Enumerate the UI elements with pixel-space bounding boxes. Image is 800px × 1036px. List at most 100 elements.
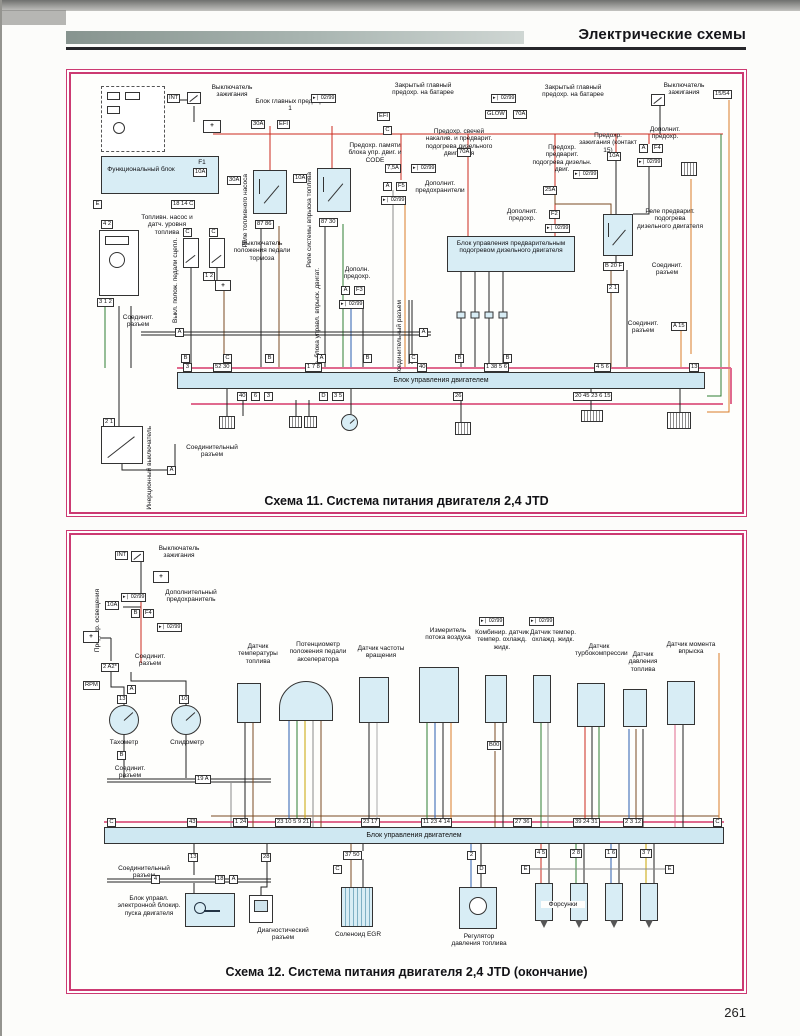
- ecu-pin: 39 24 31: [573, 818, 600, 827]
- ignition-switch-label: Выключатель зажигания: [158, 545, 200, 560]
- diagnostic-connector-label: Диагностический разъем: [257, 927, 309, 942]
- ecu-pin: 23 10 5 9 21: [275, 818, 312, 827]
- pin-box: 13: [188, 853, 199, 862]
- brake-switch-label: Выключатель положения педали тормоза: [233, 240, 291, 262]
- extra-fuses-label: Дополнит. предохранители: [415, 180, 465, 195]
- date-tag: 02/99: [491, 94, 517, 103]
- pin-box: 10: [179, 695, 190, 704]
- coolant-temp-sensor: [533, 675, 551, 723]
- connector-pins: 2 1: [607, 284, 620, 293]
- pump-motor-icon: [109, 252, 125, 268]
- internal-motor-icon: [113, 122, 125, 134]
- diagram-11-caption: Схема 11. Система питания двигателя 2,4 …: [264, 494, 549, 508]
- injector: [605, 883, 623, 928]
- functional-block: [101, 156, 219, 194]
- coolant-temp-sensor-label: Датчик темпер. охлажд. жидк.: [529, 629, 577, 644]
- immobilizer-unit: [185, 893, 235, 927]
- functional-block-label: Функциональный блок: [107, 166, 175, 173]
- turbo-pressure-sensor-label: Датчик турбокомпрессии: [575, 643, 628, 658]
- pin-row: 2 8: [570, 849, 583, 858]
- fuse-7-5a-box: 7,5A: [385, 164, 401, 173]
- fuse-f5-box: F5: [396, 182, 407, 191]
- internal-component-icon: [107, 92, 120, 100]
- fuel-pressure-regulator: [459, 887, 497, 929]
- ecu-pin: B: [363, 354, 372, 363]
- fuel-pressure-sensor-label: Датчик давления топлива: [628, 651, 658, 673]
- pin-box: E: [665, 865, 674, 874]
- internal-component-icon: [107, 106, 120, 114]
- connector-label: Соединит. разъем: [114, 765, 146, 780]
- accel-pedal-potentiometer: [279, 681, 333, 721]
- ecu-pin: 40: [417, 363, 428, 372]
- pin-box: A: [175, 328, 184, 337]
- preheat-relay-label: Реле предварит. подогрева дизельного дви…: [637, 208, 703, 230]
- preheat-control-unit-label: Блок управления предварительным подогрев…: [456, 240, 566, 255]
- pin-box: 4: [151, 875, 160, 884]
- pump-pins: 3 1 2: [97, 298, 114, 307]
- pin-box: D: [477, 865, 486, 874]
- pin-box: A: [341, 286, 350, 295]
- extra-fuse-f3-label: Дополн. предохр.: [343, 266, 371, 281]
- relay-fuse-box: 30A: [227, 176, 242, 185]
- fuse-f4-box: F4: [143, 609, 154, 618]
- fuse-f4-box: F4: [652, 144, 663, 153]
- pin-box: 28: [261, 853, 272, 862]
- fuse-70a-box: 70A: [457, 148, 472, 157]
- injection-relay-label: Реле системы впрыска топлива: [306, 172, 313, 268]
- battery-icon: +: [153, 571, 169, 583]
- pin-row: 18 14 C: [171, 200, 196, 209]
- ecu-pin: B: [503, 354, 512, 363]
- relay-fuse-box: 10A: [293, 174, 308, 183]
- joint-connector-label: Соединительный разъем: [186, 444, 238, 459]
- fuel-temp-sensor-label: Датчик температуры топлива: [238, 643, 278, 665]
- ecu-pin: 6: [251, 392, 260, 401]
- diagram-12-canvas: INT Выключатель зажигания + Предохр. осв…: [69, 533, 744, 991]
- joint-connector-label: Соединительный разъем: [396, 300, 403, 376]
- ecu-pin: 3: [183, 363, 192, 372]
- engine-control-unit-bar: Блок управления двигателем: [104, 827, 724, 844]
- page-title: Электрические схемы: [578, 26, 746, 43]
- main-fuse-block-label: Блок главных предохр. 1: [255, 98, 325, 113]
- closed-main-fuse-label: Закрытый главный предохр. на батарее: [542, 84, 604, 99]
- diagnostic-connector-icon: [249, 895, 273, 923]
- ecu-pin: 52 30: [213, 363, 232, 372]
- ignition-switch-label: Выключатель зажигания: [211, 84, 253, 99]
- ecu-pin: 23 17: [361, 818, 380, 827]
- tachometer-gauge: [109, 705, 139, 735]
- pin-box: 13: [117, 695, 128, 704]
- internal-component-icon: [125, 92, 140, 100]
- connector-pins: 19 A: [195, 775, 211, 784]
- date-tag: 02/99: [121, 593, 147, 602]
- immobilizer-unit-label: Блок управл. электронной блокир. пуска д…: [117, 895, 181, 917]
- engine-control-unit-bar: Блок управления двигателем: [177, 372, 705, 389]
- ecu-pin: 40: [237, 392, 248, 401]
- egr-solenoid: [341, 887, 373, 927]
- fuse-f2-box: F2: [549, 210, 560, 219]
- fuse-f3-box: F3: [354, 286, 365, 295]
- extra-fuse-f2-label: Дополнит. предохр.: [506, 208, 538, 223]
- combined-coolant-sensor-label: Комбинир. датчик темпер. охлажд. жидк.: [475, 629, 529, 651]
- ignition-switch-label: Выключатель зажигания: [663, 82, 705, 97]
- battery-icon: +: [203, 120, 221, 133]
- pin-box: E: [93, 200, 102, 209]
- connector-label: Соединит. разъем: [122, 314, 154, 329]
- diagram-12-panel: INT Выключатель зажигания + Предохр. осв…: [66, 530, 747, 994]
- date-tag: 02/99: [529, 617, 555, 626]
- pin-box: C: [383, 126, 392, 135]
- speedometer-gauge: [171, 705, 201, 735]
- date-tag: 02/99: [381, 196, 407, 205]
- connector-grid-icon: [667, 412, 691, 429]
- rpm-sensor: [359, 677, 389, 723]
- connector-pins: A 15: [671, 322, 687, 331]
- connector-label: Соединит. разъем: [134, 653, 166, 668]
- connector-pins: B 20 F: [603, 262, 625, 271]
- battery-icon: +: [215, 280, 231, 291]
- fuel-pump-relay-label: Реле топливного насоса: [242, 174, 249, 248]
- fuse-f1-box: 10A: [193, 168, 208, 177]
- pin-row: 1 2: [203, 272, 216, 281]
- fuse-30a-box: 30A: [251, 120, 266, 129]
- joint-connector-label: Соединительный разъем: [118, 865, 170, 880]
- pin-box: C: [333, 865, 342, 874]
- rpm-signal-box: RPM: [83, 681, 100, 690]
